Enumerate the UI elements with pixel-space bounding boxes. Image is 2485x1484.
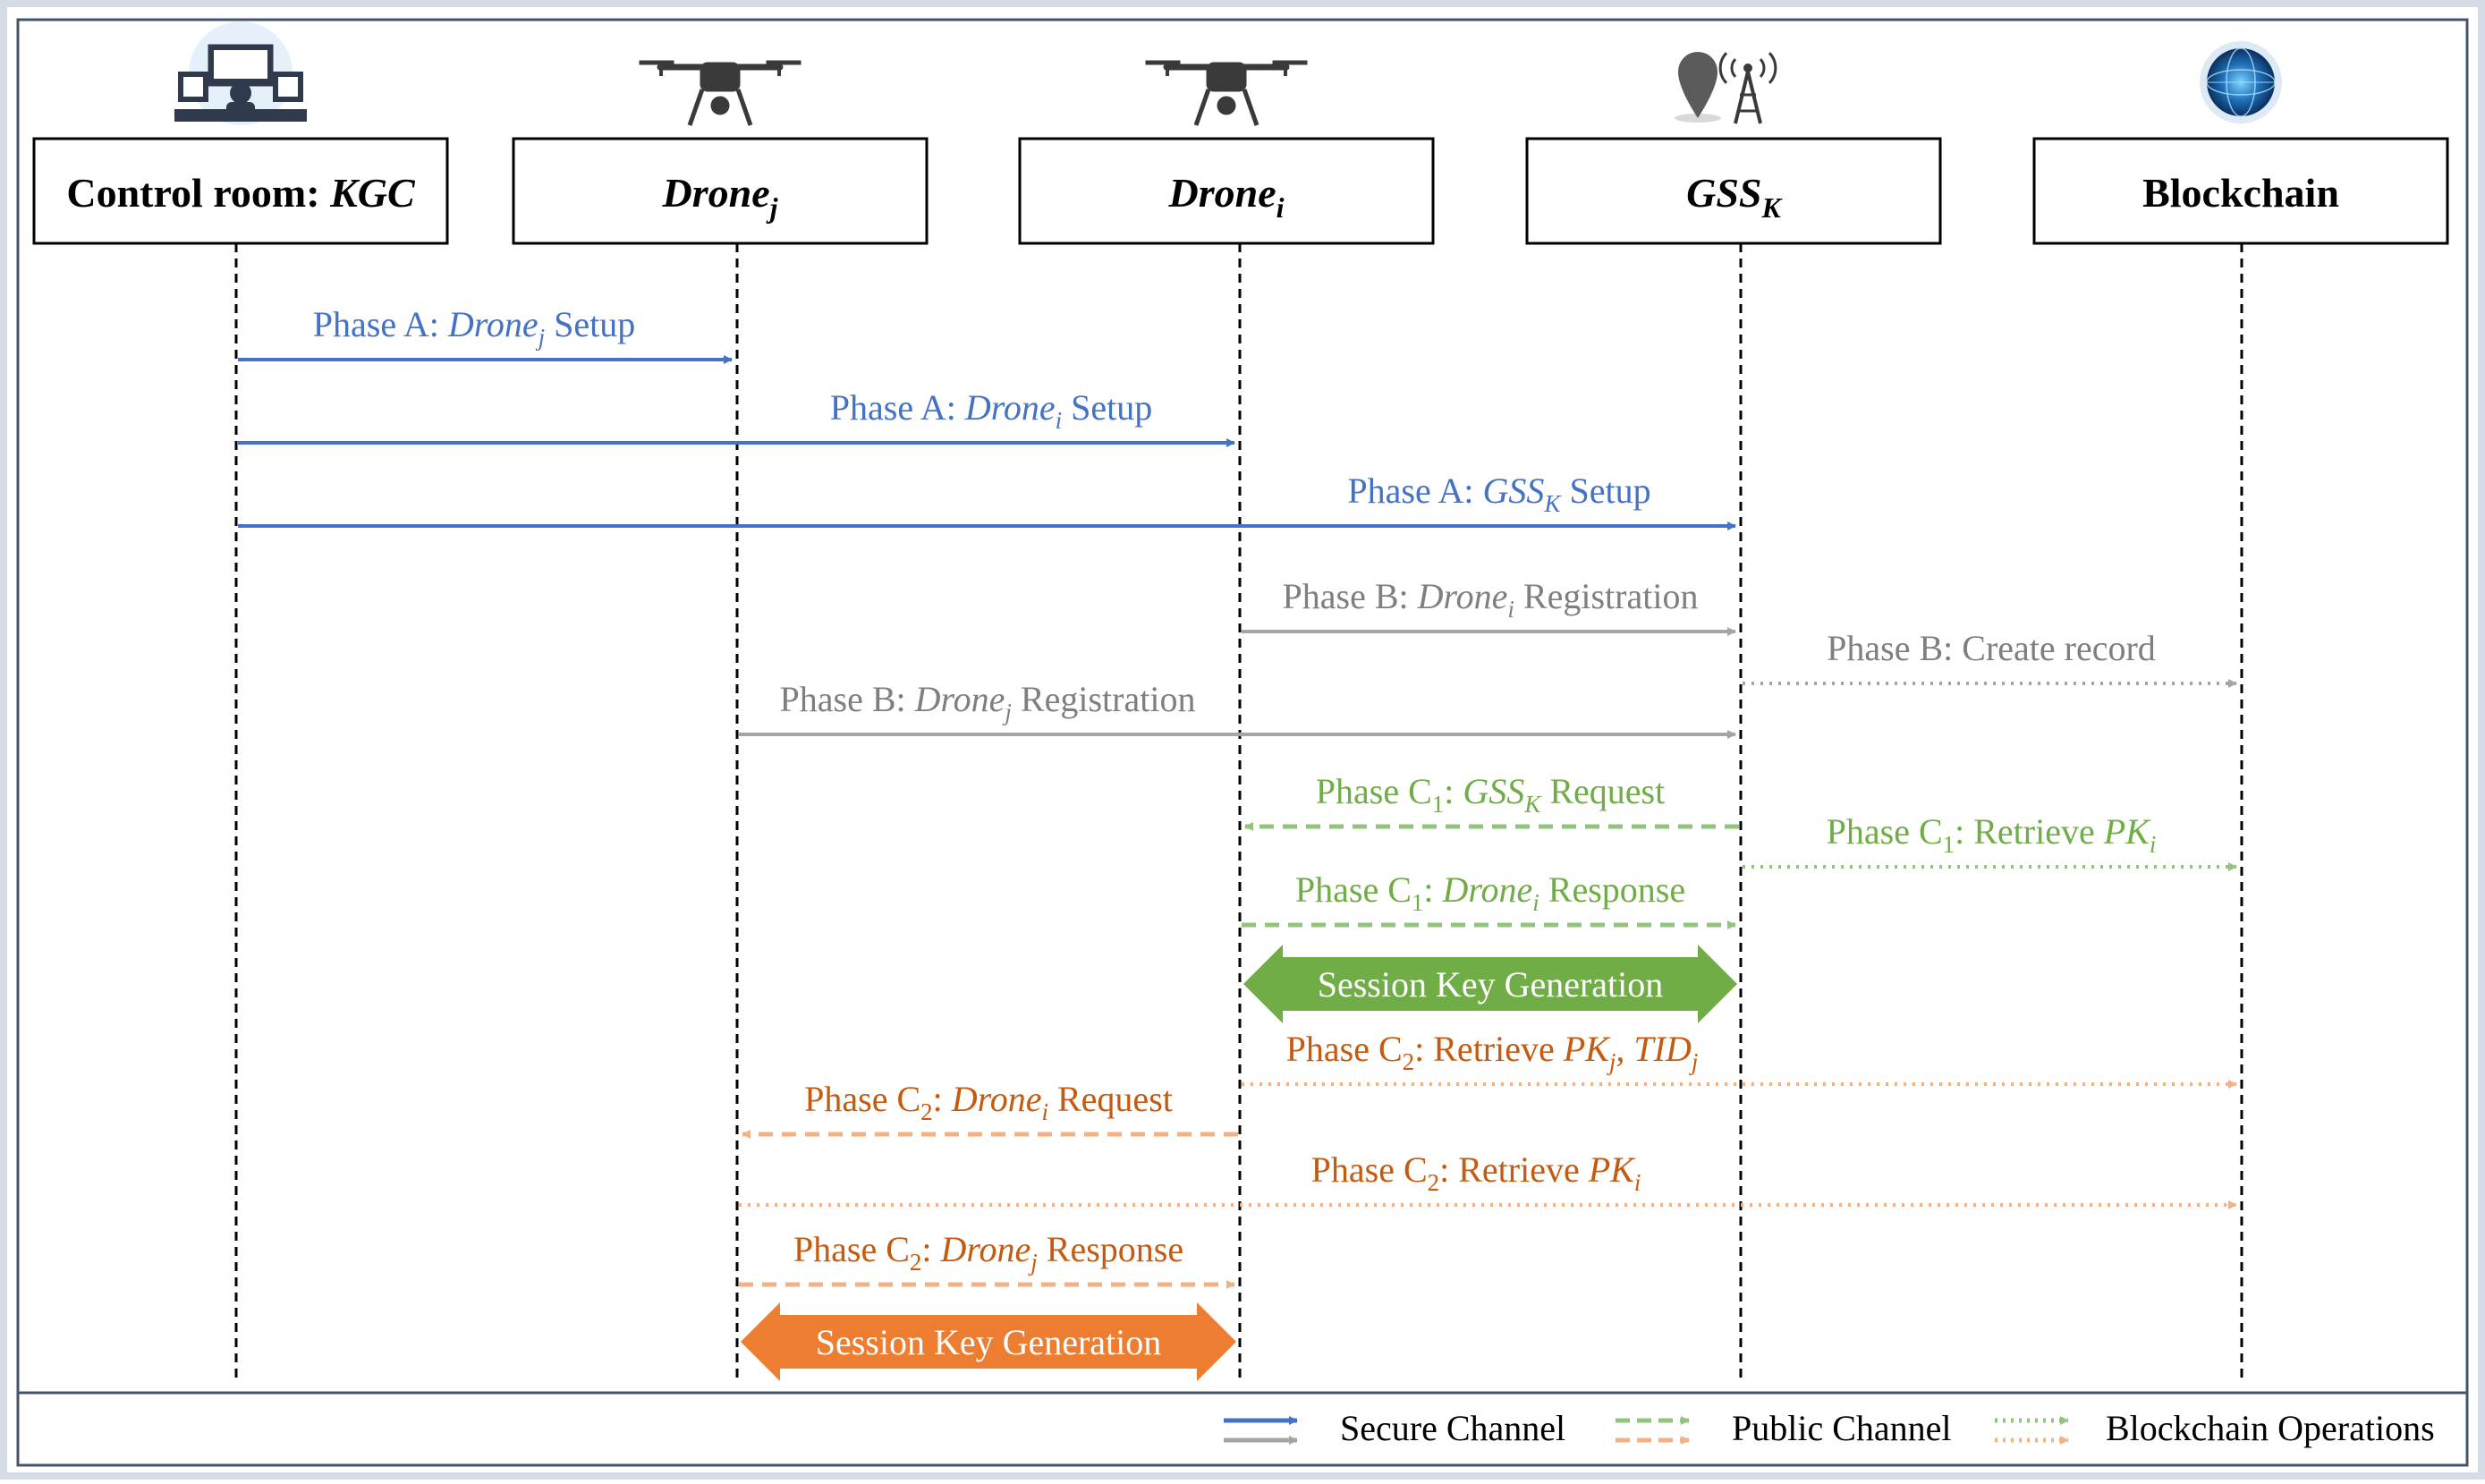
message-13: Phase C2: Retrieve PKi bbox=[739, 1149, 2237, 1209]
message-1: Phase A: Dronej Setup bbox=[238, 304, 733, 364]
entity-kgc: Control room: KGC bbox=[32, 21, 449, 245]
legend-label: Blockchain Operations bbox=[2106, 1408, 2435, 1448]
legend-item-secure: Secure Channel bbox=[1224, 1408, 1565, 1448]
message-label: Phase C2: Dronej Response bbox=[793, 1229, 1183, 1276]
legend-item-public: Public Channel bbox=[1616, 1408, 1952, 1448]
entity-box bbox=[2032, 137, 2449, 245]
message-8: Phase C1: Retrieve PKi bbox=[1743, 811, 2237, 871]
message-11: Phase C2: Retrieve PKj, TIDj bbox=[1242, 1029, 2237, 1089]
entity-label: Control room: KGC bbox=[66, 170, 416, 216]
drone-icon bbox=[639, 60, 801, 126]
message-label: Phase A: Dronej Setup bbox=[313, 304, 636, 351]
inner-frame bbox=[16, 18, 2469, 1467]
message-4: Phase B: Dronei Registration bbox=[1242, 576, 1736, 636]
message-label: Phase C2: Retrieve PKj, TIDj bbox=[1286, 1029, 1699, 1075]
entity-box bbox=[1525, 137, 1942, 245]
session-key-label: Session Key Generation bbox=[816, 1322, 1162, 1362]
ground-station-icon bbox=[1675, 52, 1777, 124]
message-label: Phase C2: Dronei Request bbox=[804, 1079, 1173, 1125]
entity-box bbox=[1018, 137, 1435, 245]
session-key-arrow bbox=[1243, 945, 1737, 1023]
message-12: Phase C2: Dronei Request bbox=[742, 1079, 1238, 1139]
message-label: Phase C1: Retrieve PKi bbox=[1827, 811, 2157, 858]
entity-box bbox=[32, 137, 449, 245]
lifelines bbox=[234, 243, 2243, 1380]
message-label: Phase B: Dronej Registration bbox=[780, 679, 1196, 725]
message-label: Phase B: Dronei Registration bbox=[1283, 576, 1699, 623]
message-10: Session Key Generation bbox=[1243, 945, 1737, 1023]
message-15: Session Key Generation bbox=[741, 1302, 1236, 1381]
message-label: Phase C1: Dronei Response bbox=[1295, 869, 1685, 916]
message-label: Phase C1: GSSK Request bbox=[1316, 771, 1665, 818]
legend-label: Public Channel bbox=[1732, 1408, 1952, 1448]
legend-label: Secure Channel bbox=[1340, 1408, 1565, 1448]
control-room-icon bbox=[174, 21, 307, 125]
message-label: Phase A: Dronei Setup bbox=[830, 387, 1153, 434]
entity-gss_k: GSSK bbox=[1525, 52, 1942, 245]
message-2: Phase A: Dronei Setup bbox=[238, 387, 1235, 447]
entity-label: Dronei bbox=[1167, 170, 1284, 224]
session-key-arrow bbox=[741, 1302, 1236, 1381]
message-3: Phase A: GSSK Setup bbox=[238, 471, 1736, 530]
message-7: Phase C1: GSSK Request bbox=[1244, 771, 1739, 831]
message-label: Phase A: GSSK Setup bbox=[1347, 471, 1650, 517]
session-key-label: Session Key Generation bbox=[1318, 964, 1664, 1005]
legend: Secure Channel Public Channel Blockchain O… bbox=[1224, 1408, 2435, 1448]
message-9: Phase C1: Dronei Response bbox=[1242, 869, 1736, 929]
entity-drone_j: Dronej bbox=[512, 60, 929, 245]
entity-drone_i: Dronei bbox=[1018, 60, 1435, 245]
message-label: Phase B: Create record bbox=[1827, 628, 2156, 668]
entity-label: Blockchain bbox=[2142, 170, 2339, 216]
legend-item-chain: Blockchain Operations bbox=[1995, 1408, 2435, 1448]
entity-label: GSSK bbox=[1686, 170, 1783, 224]
message-6: Phase B: Dronej Registration bbox=[739, 679, 1736, 739]
entity-box bbox=[512, 137, 929, 245]
drone-icon bbox=[1145, 60, 1308, 126]
entity-blockchain: Blockchain bbox=[2032, 41, 2449, 245]
message-14: Phase C2: Dronej Response bbox=[739, 1229, 1235, 1289]
message-5: Phase B: Create record bbox=[1743, 628, 2237, 688]
globe-network-icon bbox=[2200, 41, 2282, 123]
message-label: Phase C2: Retrieve PKi bbox=[1311, 1149, 1641, 1196]
